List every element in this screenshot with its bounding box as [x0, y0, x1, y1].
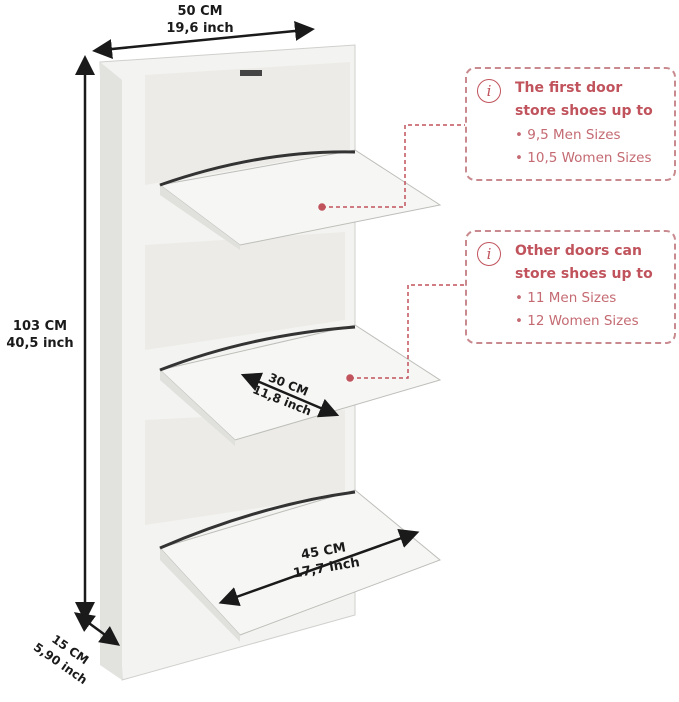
shelf-width-arrow: [218, 528, 420, 607]
callout-leader-2: [346, 284, 465, 382]
depth-arrow: [73, 612, 121, 646]
info-icon: i: [477, 79, 501, 103]
label-plate: [240, 70, 262, 76]
shelf-depth-arrow: [240, 372, 340, 418]
info-icon: i: [477, 242, 501, 266]
width-arrow: [92, 21, 315, 59]
door-1: [158, 149, 442, 250]
